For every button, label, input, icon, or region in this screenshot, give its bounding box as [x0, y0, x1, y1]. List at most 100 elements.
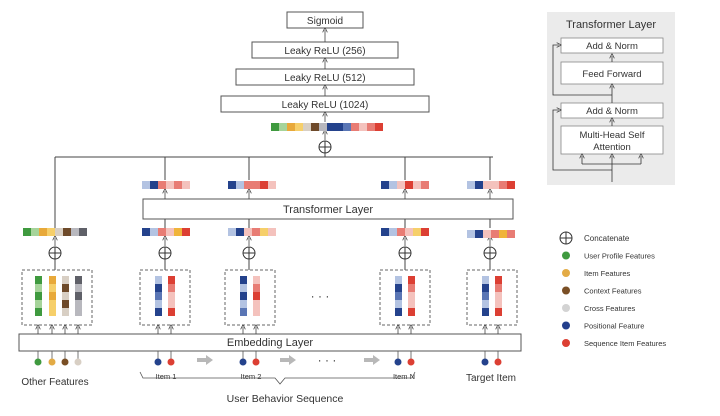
embedding-cell — [260, 181, 268, 189]
embedding-cell — [168, 276, 175, 284]
embedding-cell — [268, 228, 276, 236]
embedding-cell — [253, 292, 260, 300]
embedding-cell — [482, 284, 489, 292]
embedding-cell — [253, 284, 260, 292]
embedding-cell — [75, 300, 82, 308]
concat-icon — [559, 231, 573, 245]
concat-icon — [48, 246, 62, 260]
embedding-cell — [35, 300, 42, 308]
embedding-cell — [174, 228, 182, 236]
embedding-cell — [287, 123, 295, 131]
sigmoid-label: Sigmoid — [307, 16, 343, 27]
transformer-output-bars — [142, 181, 515, 189]
embedding-cell — [495, 292, 502, 300]
embedding-cell — [253, 276, 260, 284]
relu-512-label: Leaky ReLU (512) — [284, 73, 365, 84]
user-behavior-sequence-label: User Behavior Sequence — [227, 393, 344, 405]
legend-swatch — [562, 286, 570, 295]
embedding-cell — [49, 276, 56, 284]
sequence-arrows — [197, 355, 380, 365]
embedding-cell — [150, 181, 158, 189]
item-feature-dot — [48, 358, 56, 366]
embedding-cell — [375, 123, 383, 131]
legend-swatch — [562, 321, 570, 330]
embedding-cell — [62, 300, 69, 308]
embedding-cell — [499, 230, 507, 238]
item-n-group — [379, 269, 431, 326]
positional-dot — [481, 358, 489, 366]
embedding-cell — [236, 181, 244, 189]
mhsa-box — [560, 125, 664, 155]
embedding-cell — [62, 284, 69, 292]
item-n-label: Item N — [393, 372, 415, 381]
embedding-cell — [155, 284, 162, 292]
embedding-cell — [279, 123, 287, 131]
embedding-cell — [467, 181, 475, 189]
positional-embedding — [482, 276, 489, 316]
embedding-cell — [408, 284, 415, 292]
ellipsis-bottom: · · · — [318, 353, 337, 367]
embedding-cell — [405, 228, 413, 236]
item-1-label: Item 1 — [156, 372, 177, 381]
embedding-cell — [495, 276, 502, 284]
embedding-cell — [75, 308, 82, 316]
embedding-cell — [408, 292, 415, 300]
embedding-cell — [491, 181, 499, 189]
embedding-cell — [166, 228, 174, 236]
embedding-cell — [35, 308, 42, 316]
embedding-cell — [168, 300, 175, 308]
embedding-cell — [482, 308, 489, 316]
embedding-cell — [253, 308, 260, 316]
embedding-cell — [268, 181, 276, 189]
embedding-cell — [47, 228, 55, 236]
legend-label: User Profile Features — [584, 252, 655, 261]
embedding-cell — [389, 228, 397, 236]
embedding-cell — [55, 228, 63, 236]
embedding-cell — [381, 228, 389, 236]
embedding-cell — [507, 230, 515, 238]
embedding-cell — [244, 181, 252, 189]
embedding-cell — [303, 123, 311, 131]
embedding-cell — [150, 228, 158, 236]
embedding-cell — [63, 228, 71, 236]
other-features-group — [21, 269, 93, 326]
transformer-input-bars — [23, 228, 515, 238]
item-features-embedding — [49, 276, 56, 316]
embedding-cell — [295, 123, 303, 131]
embedding-cell — [367, 123, 375, 131]
embedding-cell — [155, 308, 162, 316]
embedding-cell — [228, 181, 236, 189]
embedding-cell — [62, 292, 69, 300]
embedding-cell — [168, 292, 175, 300]
sequence-item-dot — [167, 358, 175, 366]
item-2-group — [224, 269, 276, 326]
positional-dot — [154, 358, 162, 366]
transformer-layer-label: Transformer Layer — [283, 204, 373, 216]
embedding-cell — [39, 228, 47, 236]
embedding-cell — [168, 308, 175, 316]
embedding-cell — [343, 123, 351, 131]
embedding-cell — [395, 276, 402, 284]
embedding-cell — [397, 181, 405, 189]
embedding-cell — [397, 228, 405, 236]
other-features-label: Other Features — [21, 377, 88, 388]
sequence-item-dot — [494, 358, 502, 366]
embedding-cell — [327, 123, 335, 131]
output-bar-target — [467, 181, 515, 189]
embedding-cell — [168, 284, 175, 292]
embedding-cell — [49, 292, 56, 300]
embedding-cell — [319, 123, 327, 131]
embedding-cell — [351, 123, 359, 131]
embedding-cell — [31, 228, 39, 236]
embedding-cell — [408, 300, 415, 308]
embedding-cell — [158, 181, 166, 189]
mhsa-label-line2: Attention — [593, 142, 631, 153]
target-item-group — [466, 269, 518, 326]
arrow-right-icon — [197, 355, 213, 365]
embedding-cell — [62, 308, 69, 316]
output-bar-item-2 — [228, 181, 276, 189]
input-bar-item-2 — [228, 228, 276, 236]
embedding-cell — [62, 276, 69, 284]
embedding-cell — [49, 308, 56, 316]
embedding-cell — [408, 276, 415, 284]
